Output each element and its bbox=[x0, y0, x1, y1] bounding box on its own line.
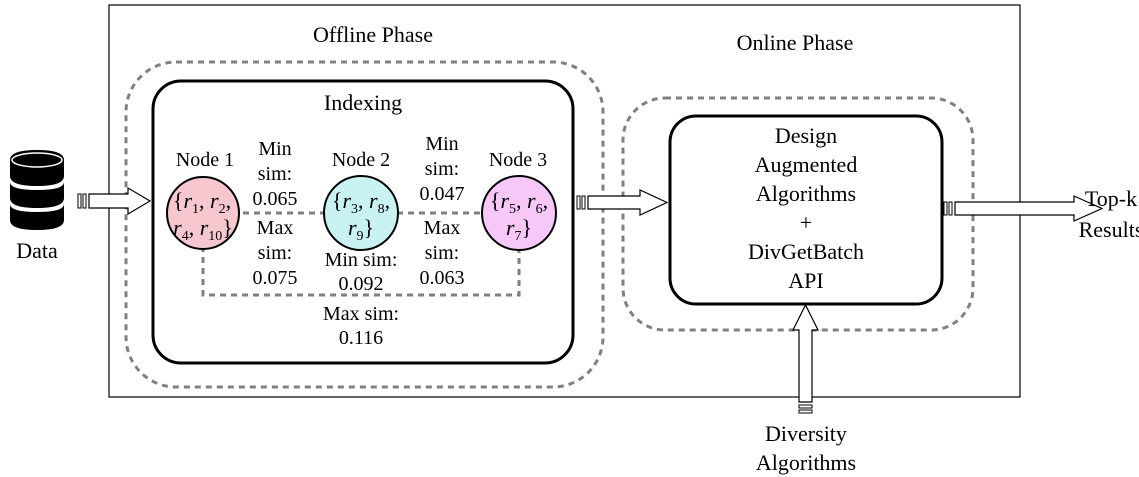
node-1-circle bbox=[166, 176, 240, 250]
edge-23-min-value: 0.047 bbox=[420, 183, 465, 205]
edge-12-min-line-2: sim: bbox=[258, 163, 292, 185]
edge-node1-node3 bbox=[201, 246, 521, 297]
diversity-line-2: Algorithms bbox=[756, 450, 856, 475]
arrow-data-to-indexing bbox=[77, 186, 152, 216]
node-2-records-line-2: r9} bbox=[348, 215, 374, 244]
data-label: Data bbox=[16, 238, 58, 263]
edge-12-min-value: 0.065 bbox=[253, 188, 298, 210]
edge-23-max-line-2: sim: bbox=[425, 242, 459, 264]
node-2-circle bbox=[323, 175, 399, 251]
edge-12-max-line-2: sim: bbox=[258, 242, 292, 264]
edge-23-min-line-1: Min bbox=[425, 133, 458, 155]
online-box-line-3: Algorithms bbox=[756, 181, 856, 206]
results-line-1: Top-k bbox=[1085, 186, 1137, 211]
edge-23-max-line-1: Max bbox=[424, 217, 461, 239]
online-box-line-5: DivGetBatch bbox=[748, 239, 864, 264]
database-icon bbox=[10, 150, 64, 230]
online-dashed-container bbox=[621, 96, 975, 332]
indexing-title: Indexing bbox=[324, 90, 402, 115]
arrow-diversity-to-online bbox=[792, 303, 819, 414]
edge-13-min-line-1: Min sim: bbox=[325, 249, 398, 271]
results-line-2: Results bbox=[1079, 217, 1139, 242]
edge-13-min-value: 0.092 bbox=[339, 273, 384, 295]
node-1-sub-1: 1 bbox=[192, 202, 199, 217]
node-3-sub-1: 5 bbox=[509, 202, 516, 217]
node-2-sub-1: 3 bbox=[351, 202, 358, 217]
online-phase-title: Online Phase bbox=[737, 30, 854, 55]
offline-phase-title: Offline Phase bbox=[313, 22, 433, 47]
node-3-sub-2: 6 bbox=[536, 202, 543, 217]
node-3-sub-3: 7 bbox=[515, 229, 522, 244]
node-1-label: Node 1 bbox=[176, 149, 234, 171]
node-2-sub-2: 8 bbox=[378, 202, 385, 217]
diversity-line-1: Diversity bbox=[765, 421, 847, 446]
node-2-sub-3: 9 bbox=[357, 229, 364, 244]
offline-dashed-container bbox=[124, 60, 605, 389]
online-box-line-2: Augmented bbox=[755, 152, 858, 177]
online-box-line-6: API bbox=[788, 268, 823, 293]
online-box-line-4: + bbox=[800, 210, 812, 235]
node-1-sub-2: 2 bbox=[219, 202, 226, 217]
node-1-records-line-2: r4, r10} bbox=[173, 215, 233, 244]
arrow-online-to-results bbox=[943, 195, 1104, 222]
node-1-sub-3: 4 bbox=[182, 229, 189, 244]
edge-12-min-line-1: Min bbox=[258, 138, 291, 160]
online-box bbox=[668, 114, 944, 306]
node-3-circle bbox=[481, 175, 557, 251]
edge-13-max-value: 0.116 bbox=[339, 327, 383, 349]
node-3-label: Node 3 bbox=[489, 149, 547, 171]
edge-23-min-line-2: sim: bbox=[425, 158, 459, 180]
edge-12-max-value: 0.075 bbox=[253, 267, 298, 289]
node-3-records-line-2: r7} bbox=[506, 215, 532, 244]
node-2-label: Node 2 bbox=[332, 149, 390, 171]
edge-12-max-line-1: Max bbox=[257, 217, 294, 239]
online-box-line-1: Design bbox=[775, 123, 837, 148]
node-1-sub-4: 10 bbox=[208, 229, 222, 244]
edge-23-max-value: 0.063 bbox=[420, 267, 465, 289]
indexing-box bbox=[151, 79, 575, 365]
arrow-offline-to-online bbox=[576, 189, 669, 216]
edge-13-max-line-1: Max sim: bbox=[323, 303, 399, 325]
